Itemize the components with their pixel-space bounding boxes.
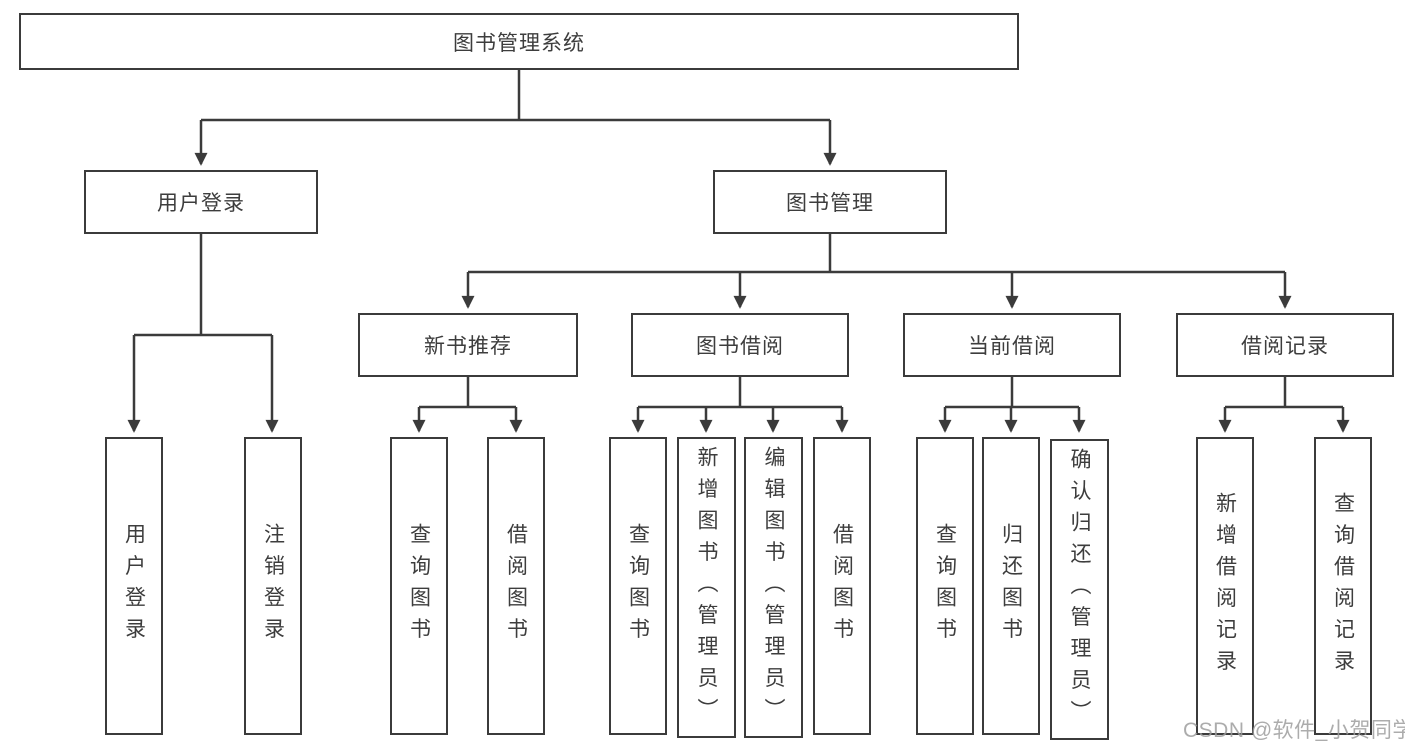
leaf-records-search-label: 查询借阅记录 [1331, 491, 1355, 681]
leaf-borrow-add-label: 新增图书（管理员） [695, 445, 718, 730]
leaf-borrow-edit-label: 编辑图书（管理员） [762, 445, 785, 730]
node-current-borrow: 当前借阅 [903, 313, 1121, 377]
leaf-borrow-search: 查询图书 [609, 437, 667, 735]
leaf-logout-label: 注销登录 [261, 523, 285, 649]
leaf-records-add: 新增借阅记录 [1196, 437, 1254, 735]
leaf-borrow-borrow: 借阅图书 [813, 437, 871, 735]
node-book-borrow: 图书借阅 [631, 313, 849, 377]
leaf-borrow-add: 新增图书（管理员） [677, 437, 736, 738]
node-book-borrow-label: 图书借阅 [696, 335, 784, 358]
node-new-books: 新书推荐 [358, 313, 578, 377]
node-borrow-records-label: 借阅记录 [1241, 335, 1329, 358]
leaf-records-search: 查询借阅记录 [1314, 437, 1372, 735]
node-root-label: 图书管理系统 [453, 31, 585, 55]
leaf-borrow-borrow-label: 借阅图书 [830, 523, 854, 649]
node-borrow-records: 借阅记录 [1176, 313, 1394, 377]
leaf-logout: 注销登录 [244, 437, 302, 735]
leaf-newbooks-borrow-label: 借阅图书 [504, 523, 528, 649]
leaf-newbooks-search-label: 查询图书 [407, 523, 431, 649]
leaf-current-search: 查询图书 [916, 437, 974, 735]
leaf-current-confirm-label: 确认归还（管理员） [1068, 447, 1091, 732]
leaf-newbooks-borrow: 借阅图书 [487, 437, 545, 735]
leaf-records-add-label: 新增借阅记录 [1213, 491, 1237, 681]
leaf-current-confirm: 确认归还（管理员） [1050, 439, 1109, 740]
leaf-borrow-edit: 编辑图书（管理员） [744, 437, 803, 738]
node-book-mgmt: 图书管理 [713, 170, 947, 234]
leaf-user-login-label: 用户登录 [122, 523, 146, 649]
node-new-books-label: 新书推荐 [424, 335, 512, 358]
node-current-borrow-label: 当前借阅 [968, 335, 1056, 358]
csdn-watermark: CSDN @软件_小贺同学 [1183, 719, 1405, 742]
node-user-login: 用户登录 [84, 170, 318, 234]
leaf-borrow-search-label: 查询图书 [626, 523, 650, 649]
node-root: 图书管理系统 [19, 13, 1019, 70]
leaf-current-return: 归还图书 [982, 437, 1040, 735]
node-book-mgmt-label: 图书管理 [786, 192, 874, 215]
leaf-user-login: 用户登录 [105, 437, 163, 735]
leaf-newbooks-search: 查询图书 [390, 437, 448, 735]
leaf-current-return-label: 归还图书 [999, 523, 1023, 649]
node-user-login-label: 用户登录 [157, 192, 245, 215]
leaf-current-search-label: 查询图书 [933, 523, 957, 649]
